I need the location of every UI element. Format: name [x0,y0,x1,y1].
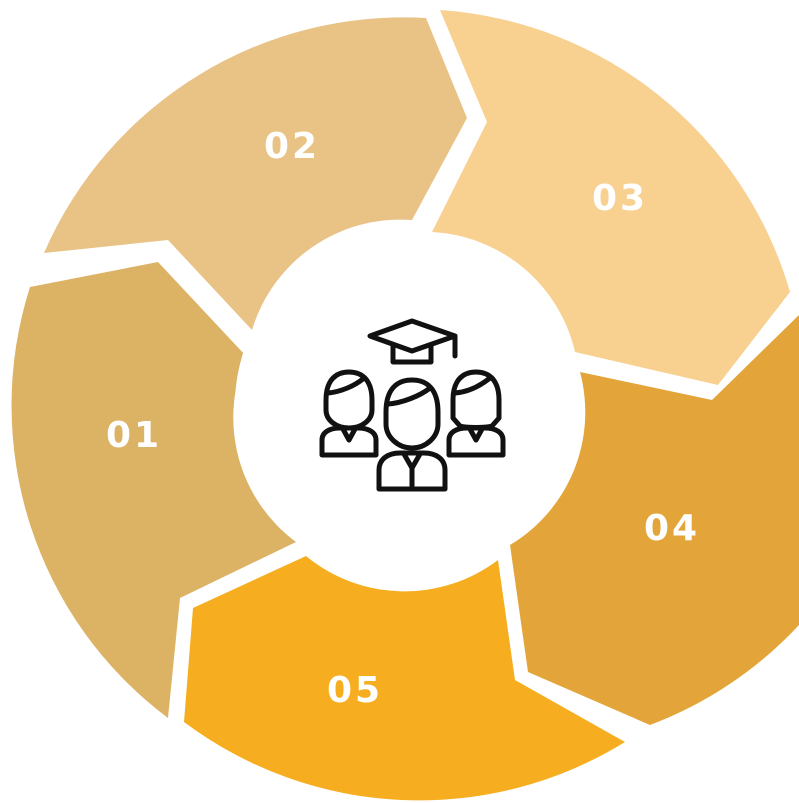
segment-05-shape [184,556,625,801]
segment-02-label: 02 [264,126,320,167]
graduation-group-icon [319,318,506,492]
segment-04-label: 04 [644,508,700,549]
segment-04-shape [510,315,799,725]
person-left-icon [319,369,379,458]
segment-05-label: 05 [327,670,383,711]
person-right-icon [446,369,506,458]
segment-01-label: 01 [106,415,162,456]
segment-03: 03 [432,10,790,385]
center-circle [235,233,579,577]
segment-02: 02 [44,17,467,331]
person-center-icon [376,377,448,492]
segment-03-label: 03 [592,178,648,219]
segment-05: 05 [184,556,625,801]
segment-04: 04 [510,315,799,725]
segment-01-shape [11,262,296,718]
segment-02-shape [44,17,467,331]
segment-03-shape [432,10,790,385]
segment-01: 01 [11,262,296,718]
graduation-cap-icon [367,318,458,365]
